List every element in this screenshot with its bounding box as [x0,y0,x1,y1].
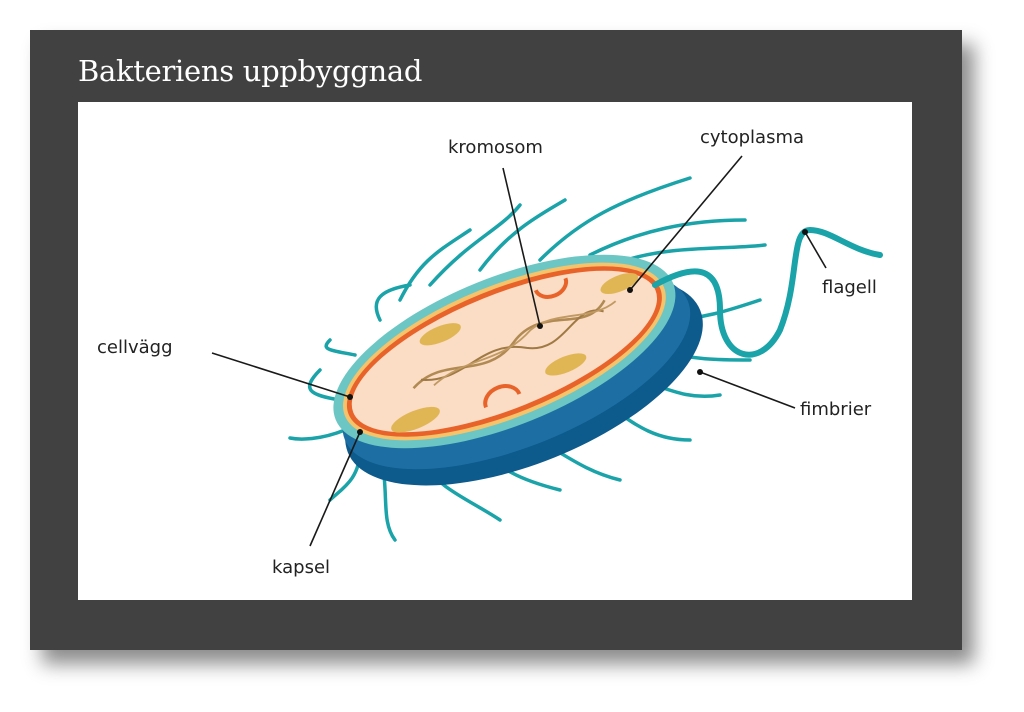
leader-lines [211,155,827,547]
bacterium-body [333,254,703,486]
label-cellvagg: cellvägg [97,337,173,358]
slide: Bakteriens uppbyggnad [30,30,962,650]
label-cytoplasma: cytoplasma [700,127,804,148]
bacteria-diagram: kromosom cytoplasma flagell cellvägg fim… [97,127,883,578]
slide-title: Bakteriens uppbyggnad [78,54,423,88]
label-kromosom: kromosom [448,137,543,158]
flagellum [652,226,883,358]
diagram-panel: kromosom cytoplasma flagell cellvägg fim… [78,102,912,600]
label-flagell: flagell [822,277,877,298]
label-fimbrier: fimbrier [800,399,872,420]
label-kapsel: kapsel [272,557,330,578]
